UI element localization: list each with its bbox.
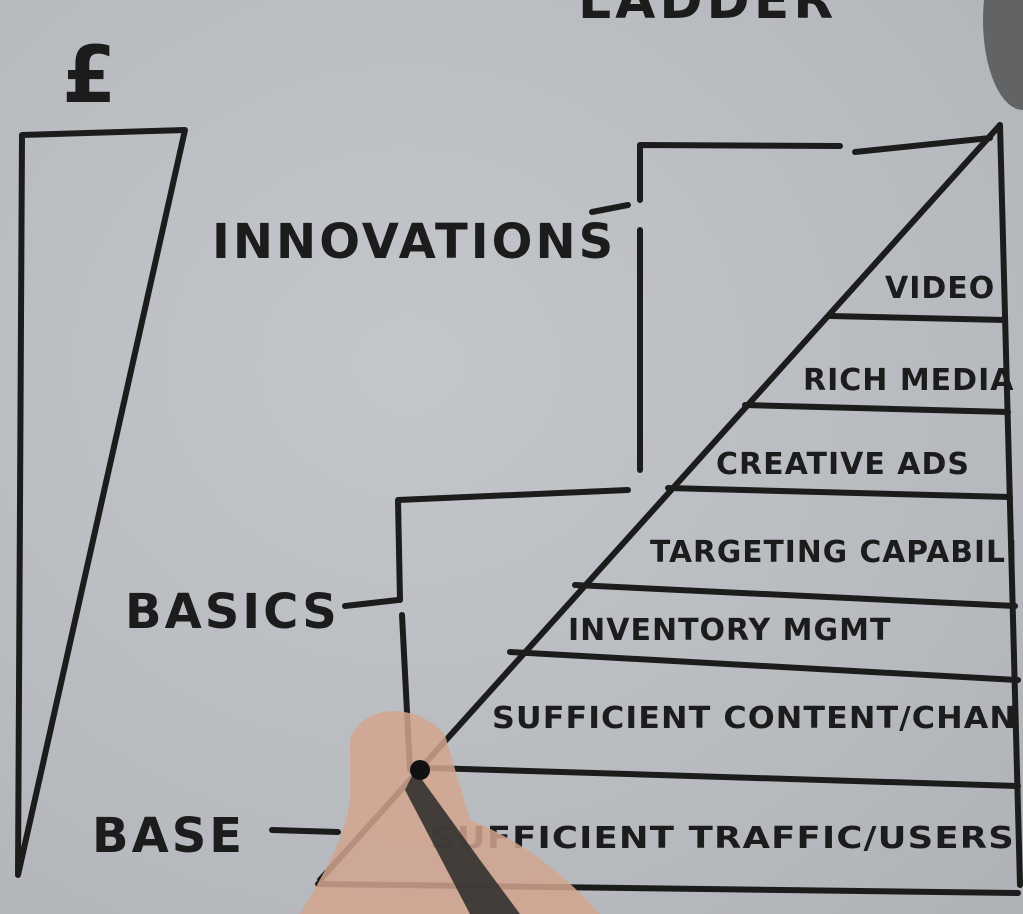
step-label: INVENTORY MGMT xyxy=(568,613,891,648)
step-label: VIDEO xyxy=(885,271,995,306)
rung-line xyxy=(572,582,1018,609)
value-wedge xyxy=(15,127,188,878)
step-label: RICH MEDIA xyxy=(803,363,1014,398)
step-label: SUFFICIENT CONTENT/CHAN xyxy=(492,701,1017,736)
basics-label: BASICS xyxy=(125,584,340,640)
rung-line xyxy=(665,485,1013,500)
innovations-label: INNOVATIONS xyxy=(212,214,616,270)
rung-line xyxy=(827,313,1008,323)
step-label: TARGETING CAPABILI xyxy=(650,535,1018,570)
innovations-bracket xyxy=(637,135,993,473)
hand-with-marker xyxy=(300,711,600,914)
corner-shadow xyxy=(983,0,1023,110)
diagram-title: LADDER xyxy=(578,0,837,31)
ladder-right-edge xyxy=(997,122,1023,888)
rung-line xyxy=(427,765,1021,789)
rung-line xyxy=(507,649,1021,683)
base-connector xyxy=(269,827,341,835)
rung-line xyxy=(742,402,1011,415)
base-label: BASE xyxy=(92,808,245,864)
basics-connector xyxy=(342,597,401,609)
currency-symbol: £ xyxy=(62,31,116,121)
step-label: CREATIVE ADS xyxy=(716,447,970,482)
innovations-connector xyxy=(589,202,631,215)
